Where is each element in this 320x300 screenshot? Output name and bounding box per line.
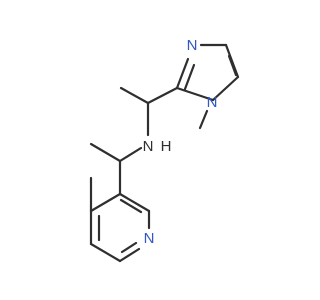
- bond-ch-methyl-left: [89, 142, 122, 163]
- amine-h-label: H: [161, 138, 172, 155]
- molecule-structure: N N N H N: [89, 37, 240, 263]
- pyridine-c5-c6: [89, 242, 122, 263]
- pyridine-c3-c4: [89, 192, 122, 213]
- imidazole-c2-n3-double: [175, 57, 190, 90]
- pyridine-c6-n1-inner: [120, 241, 138, 254]
- imidazole-n1-label: N: [207, 94, 218, 111]
- pyridine-c2-c3: [118, 192, 151, 213]
- imidazole-n1-c2: [175, 86, 215, 102]
- amine-n-label: N: [143, 138, 154, 155]
- bond-amine-ch: [118, 146, 143, 163]
- pyridine-n-label: N: [144, 230, 155, 247]
- bond-ch-imidazole: [146, 86, 179, 105]
- imidazole-c5-n1: [211, 75, 240, 102]
- pyridine-c6-n1: [118, 247, 141, 263]
- imidazole-n1-methyl: [198, 109, 209, 130]
- molecule-canvas: N N N H N: [89, 36, 240, 263]
- imidazole-n3-label: N: [187, 37, 198, 54]
- pyridine-c2-c3-inner: [119, 198, 143, 214]
- imidazole-c2-n3-double-inner: [183, 63, 196, 91]
- imidazole-c4-c5-inner: [227, 54, 238, 77]
- bond-methyl-ch: [119, 86, 150, 105]
